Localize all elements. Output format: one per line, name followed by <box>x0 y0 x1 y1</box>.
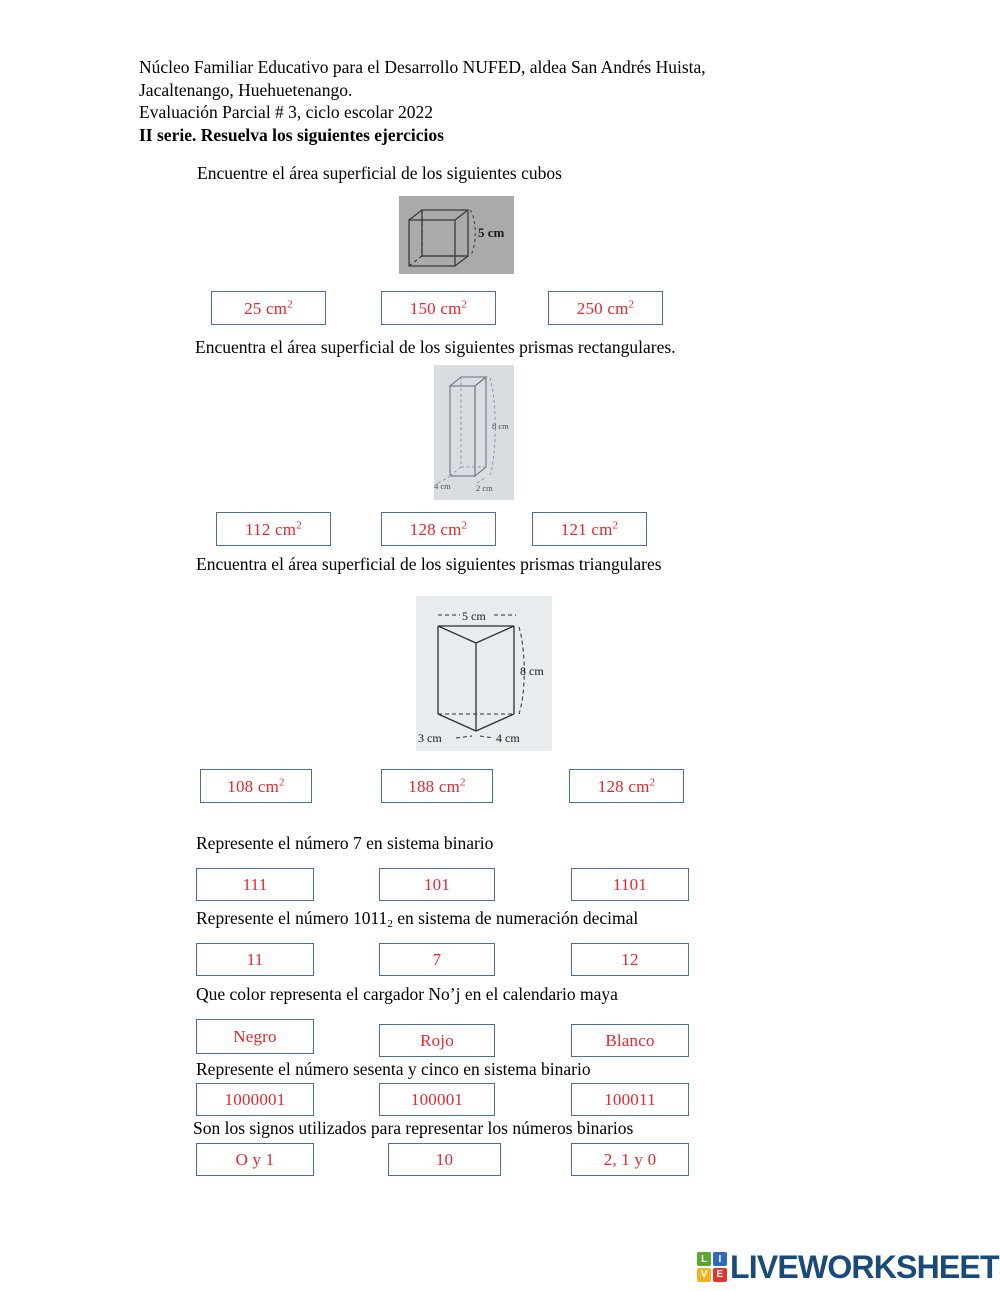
question-prompt-5-pre: Represente el número 1011 <box>196 908 388 928</box>
option-7-2[interactable]: 100001 <box>379 1083 495 1116</box>
option-4-3[interactable]: 1101 <box>571 868 689 901</box>
question-prompt-6: Que color representa el cargador No’j en… <box>196 984 618 1004</box>
question-prompt-2: Encuentra el área superficial de los sig… <box>195 337 676 357</box>
triangular-prism-diagram: 5 cm 8 cm 3 cm 4 cm <box>416 596 552 751</box>
option-8-2[interactable]: 10 <box>388 1143 501 1176</box>
option-5-2[interactable]: 7 <box>379 943 495 976</box>
option-3-3[interactable]: 128 cm2 <box>569 769 684 803</box>
header-line-institution: Núcleo Familiar Educativo para el Desarr… <box>139 57 706 77</box>
option-1-3-label: 250 cm2 <box>576 297 635 318</box>
header-line-series: II serie. Resuelva los siguientes ejerci… <box>139 124 444 145</box>
option-8-1[interactable]: O y 1 <box>196 1143 314 1176</box>
rect-label-4cm: 4 cm <box>434 481 451 491</box>
logo-tile-v: V <box>697 1267 712 1282</box>
rect-label-8cm: 8 cm <box>492 421 509 431</box>
tri-label-3cm: 3 cm <box>418 731 442 745</box>
option-3-3-label: 128 cm2 <box>597 775 656 796</box>
question-prompt-5-subscript: 2 <box>387 918 393 930</box>
liveworksheets-logo-tiles: L I V E <box>697 1252 727 1282</box>
option-3-2[interactable]: 188 cm2 <box>381 769 493 803</box>
cube-label-5cm: 5 cm <box>478 225 505 240</box>
option-1-2[interactable]: 150 cm2 <box>381 291 496 325</box>
question-prompt-8: Son los signos utilizados para represent… <box>193 1118 634 1138</box>
option-6-1[interactable]: Negro <box>196 1019 314 1054</box>
logo-tile-l: L <box>697 1252 712 1267</box>
option-3-1-label: 108 cm2 <box>227 775 285 796</box>
logo-tile-i: I <box>712 1252 727 1267</box>
header-line-evaluation: Evaluación Parcial # 3, ciclo escolar 20… <box>139 102 433 122</box>
tri-label-4cm: 4 cm <box>496 731 520 745</box>
option-2-2-label: 128 cm2 <box>409 518 468 539</box>
option-3-2-label: 188 cm2 <box>408 775 466 796</box>
option-4-2[interactable]: 101 <box>379 868 495 901</box>
rect-label-2cm: 2 cm <box>476 483 493 493</box>
liveworksheets-logo[interactable]: L I V E LIVEWORKSHEETS <box>697 1249 1000 1285</box>
option-2-3-label: 121 cm2 <box>560 518 619 539</box>
rectangular-prism-diagram: 8 cm 4 cm 2 cm <box>434 365 514 500</box>
question-prompt-7: Represente el número sesenta y cinco en … <box>196 1059 591 1079</box>
option-6-2[interactable]: Rojo <box>379 1024 495 1057</box>
header-line-location: Jacaltenango, Huehuetenango. <box>139 79 353 100</box>
liveworksheets-wordmark: LIVEWORKSHEETS <box>730 1249 1000 1285</box>
option-1-1[interactable]: 25 cm2 <box>211 291 326 325</box>
logo-tile-e: E <box>712 1267 727 1282</box>
option-7-1[interactable]: 1000001 <box>196 1083 314 1116</box>
option-6-3[interactable]: Blanco <box>571 1024 689 1057</box>
tri-label-5cm: 5 cm <box>462 609 486 623</box>
question-prompt-4: Represente el número 7 en sistema binari… <box>196 833 494 853</box>
option-1-2-label: 150 cm2 <box>409 297 468 318</box>
option-7-3[interactable]: 100011 <box>571 1083 689 1116</box>
tri-label-8cm: 8 cm <box>520 664 544 678</box>
question-prompt-3: Encuentra el área superficial de los sig… <box>196 554 662 574</box>
option-2-2[interactable]: 128 cm2 <box>381 512 496 546</box>
question-prompt-5-post: en sistema de numeración decimal <box>392 908 639 928</box>
option-1-1-label: 25 cm2 <box>244 297 293 318</box>
question-prompt-1: Encuentre el área superficial de los sig… <box>197 163 562 183</box>
option-2-3[interactable]: 121 cm2 <box>532 512 647 546</box>
option-1-3[interactable]: 250 cm2 <box>548 291 663 325</box>
option-5-1[interactable]: 11 <box>196 943 314 976</box>
cube-diagram: 5 cm <box>399 196 514 274</box>
option-5-3[interactable]: 12 <box>571 943 689 976</box>
question-prompt-5: Represente el número 10112 en sistema de… <box>196 908 638 932</box>
option-2-1-label: 112 cm2 <box>245 518 302 539</box>
option-2-1[interactable]: 112 cm2 <box>216 512 331 546</box>
worksheet-header: Núcleo Familiar Educativo para el Desarr… <box>139 56 839 146</box>
option-8-3[interactable]: 2, 1 y 0 <box>571 1143 689 1176</box>
option-3-1[interactable]: 108 cm2 <box>200 769 312 803</box>
option-4-1[interactable]: 111 <box>196 868 314 901</box>
